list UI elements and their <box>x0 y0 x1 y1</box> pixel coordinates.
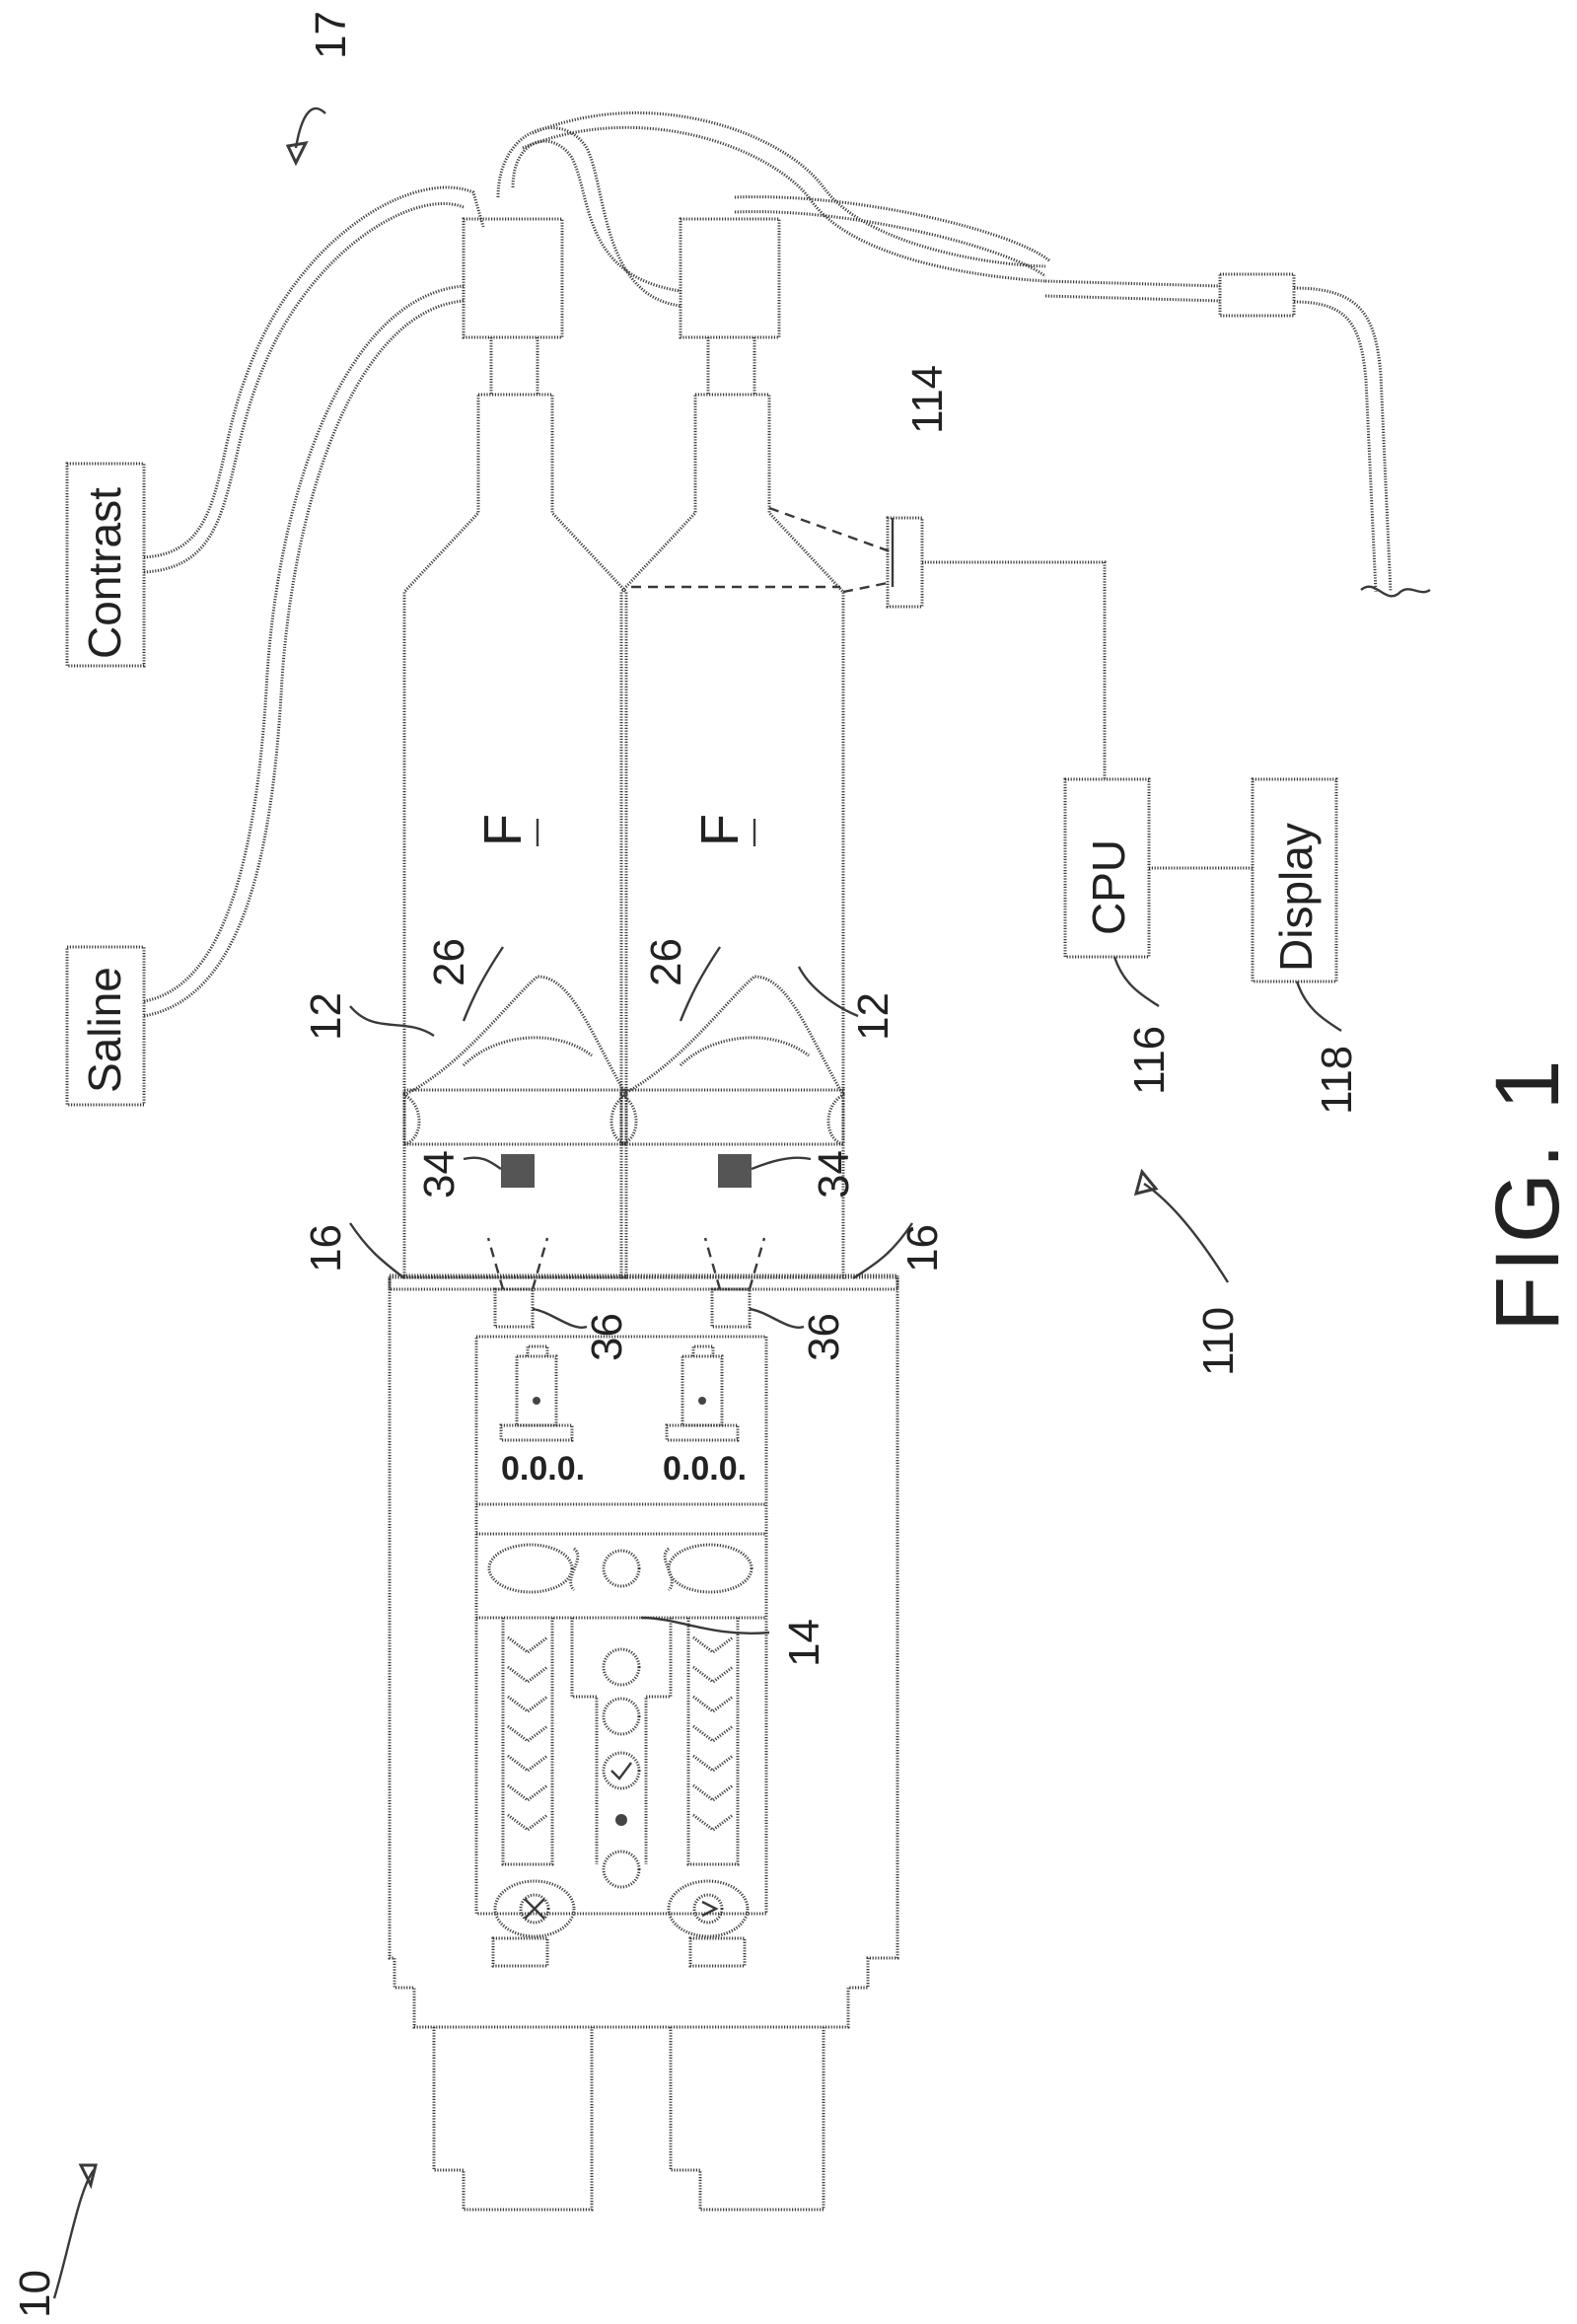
ref-118: 118 <box>1313 1046 1361 1115</box>
ref-17: 17 <box>307 11 355 59</box>
sensor-34-right <box>718 1154 752 1188</box>
valve-right <box>681 219 779 395</box>
saline-box: Saline <box>67 947 144 1105</box>
leader-lines <box>54 109 1341 2298</box>
ref-34-left: 34 <box>415 1150 464 1198</box>
ref-16-left: 16 <box>302 1224 350 1272</box>
ref-36-right: 36 <box>800 1313 848 1361</box>
readout-left: 0.0.0. <box>501 1450 585 1488</box>
cpu-block: CPU <box>1065 779 1149 957</box>
ref-16-right: 16 <box>898 1224 947 1272</box>
air-sensor-114 <box>888 518 1105 779</box>
ref-116: 116 <box>1125 1026 1174 1095</box>
ref-14: 14 <box>780 1619 828 1667</box>
display-block: Display <box>1253 779 1336 981</box>
ref-12-right: 12 <box>849 992 897 1041</box>
ref-10: 10 <box>11 2270 59 2318</box>
valve-left <box>464 219 562 395</box>
sensor-34-left <box>501 1154 535 1188</box>
ref-36-left: 36 <box>583 1313 631 1361</box>
figure-caption: FIG. 1 <box>1477 1055 1577 1332</box>
fluid-label-left: F <box>473 814 533 846</box>
fluid-label-right: F <box>690 814 750 846</box>
ref-110: 110 <box>1194 1307 1243 1376</box>
contrast-label: Contrast <box>79 487 130 659</box>
contrast-box: Contrast <box>67 464 144 666</box>
ref-26-right: 26 <box>642 938 690 986</box>
cpu-label: CPU <box>1083 839 1134 935</box>
injector-housing: 0.0.0. 0.0.0. <box>390 1238 897 2210</box>
ref-26-left: 26 <box>425 938 473 986</box>
ref-114: 114 <box>903 365 952 434</box>
display-label: Display <box>1270 823 1322 972</box>
syringe-right: F <box>621 395 893 1277</box>
fluid-path-set <box>144 112 1430 1016</box>
syringe-left: F <box>404 395 626 1277</box>
ref-12-left: 12 <box>302 992 350 1041</box>
ref-34-right: 34 <box>810 1150 858 1198</box>
saline-label: Saline <box>79 967 130 1093</box>
readout-right: 0.0.0. <box>663 1450 747 1488</box>
